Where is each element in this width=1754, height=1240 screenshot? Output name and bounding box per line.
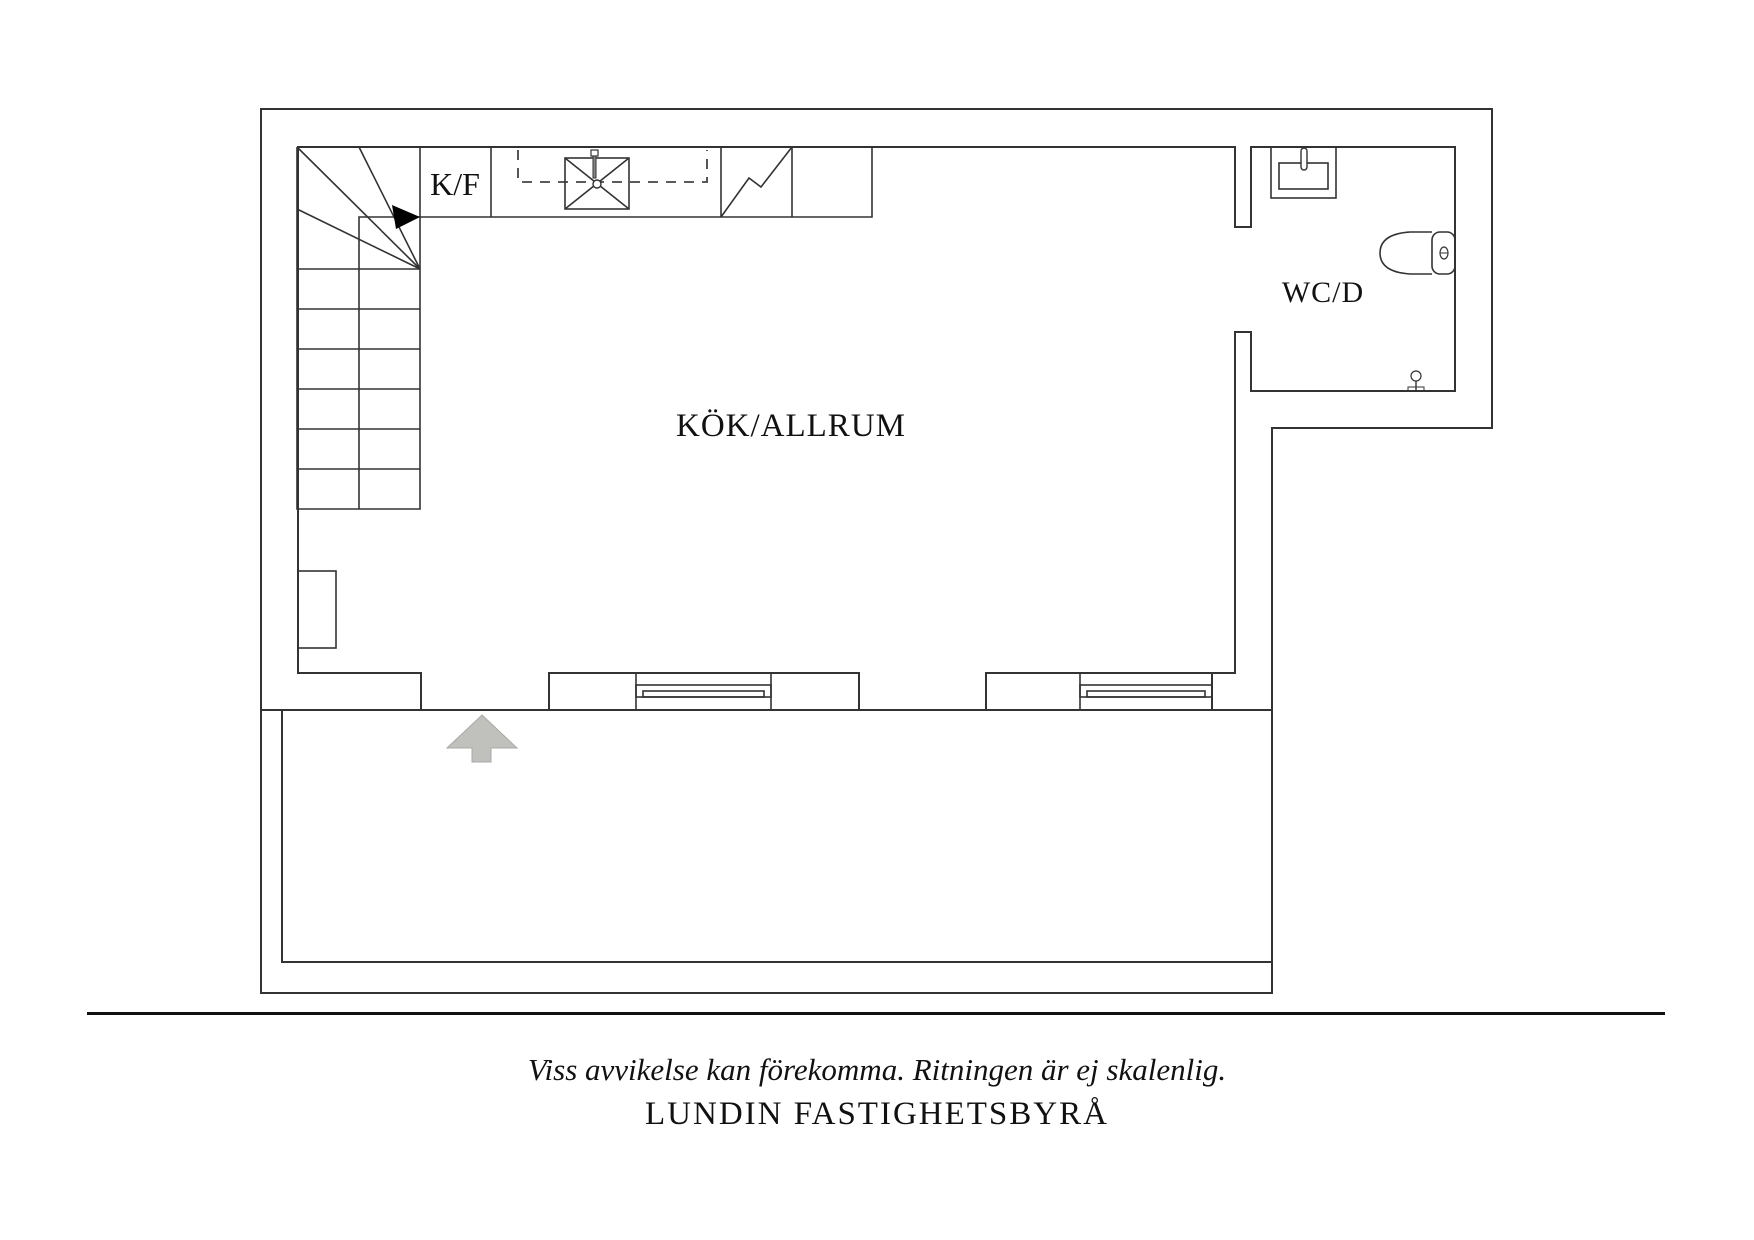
kitchen-sink-icon [564,149,630,210]
entrance-arrow-icon [445,714,519,763]
inner-wall-main [297,146,1456,710]
footer-divider [87,1012,1665,1015]
room-label-wc: WC/D [1282,276,1364,309]
floor-drain-icon [1407,370,1425,392]
window-left [548,672,860,710]
stairs [296,146,421,510]
stairs-direction-arrow-icon [392,205,420,229]
room-label-fridge: K/F [430,166,480,202]
disclaimer-text: Viss avvikelse kan förekomma. Ritningen … [527,1052,1227,1087]
radiator [297,570,337,649]
outer-wall [260,108,1493,994]
toilet-icon [1379,231,1456,275]
window-right [985,672,1213,710]
brand-name: LUNDIN FASTIGHETSBYRÅ [645,1096,1109,1132]
room-label-kitchen: KÖK/ALLRUM [676,408,906,444]
terrace-inner [281,710,1272,963]
kitchen-counter [420,146,873,218]
wash-basin-icon [1270,146,1337,199]
dishwasher-icon [720,146,793,218]
